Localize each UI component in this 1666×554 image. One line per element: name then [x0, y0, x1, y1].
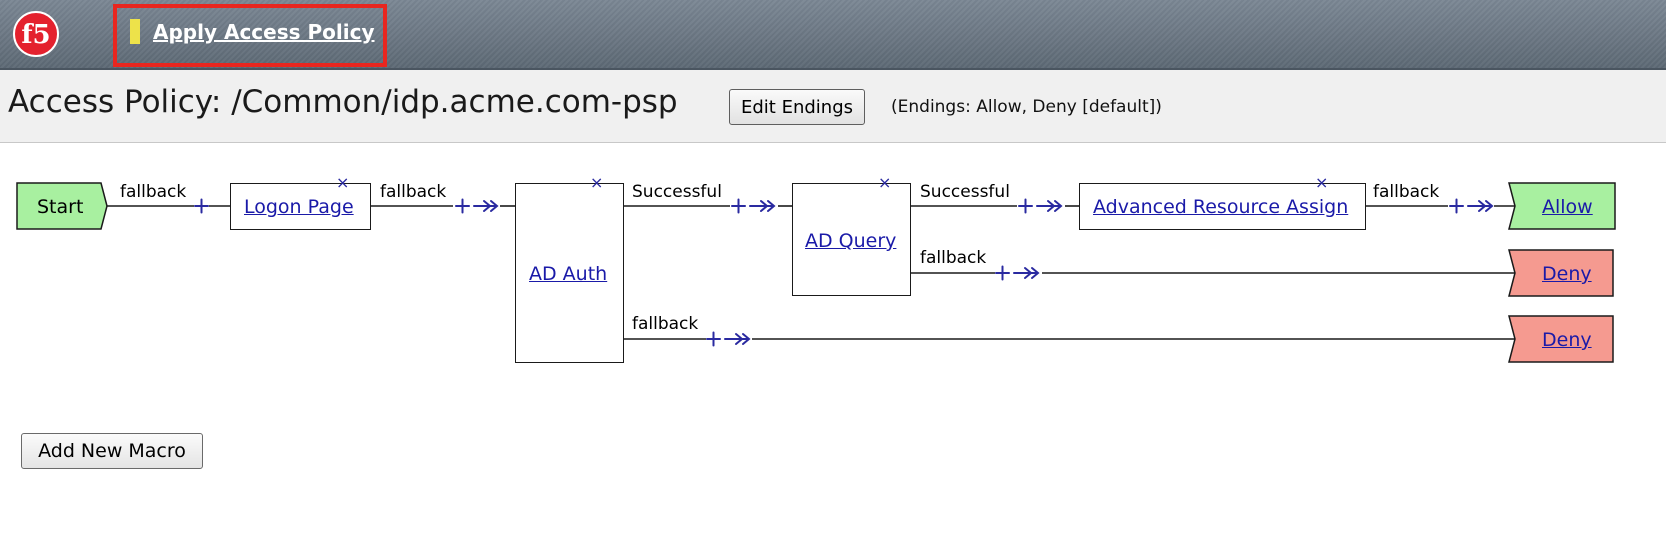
- branch-label-auth-fallback: fallback: [632, 314, 699, 334]
- node-link-ad-auth[interactable]: AD Auth: [529, 263, 608, 285]
- endings-note: (Endings: Allow, Deny [default]): [891, 97, 1162, 117]
- node-link-logon-page[interactable]: Logon Page: [244, 196, 354, 218]
- apply-highlight-box: [113, 4, 387, 67]
- deny-terminal-1: [1508, 249, 1614, 297]
- node-ad-auth: [515, 183, 624, 363]
- node-resource-assign: [1079, 183, 1366, 230]
- node-ad-query: [792, 183, 911, 296]
- logo-text: f5: [21, 20, 50, 50]
- edit-endings-button[interactable]: Edit Endings: [729, 89, 865, 125]
- top-bar: [0, 0, 1666, 70]
- ending-link-deny-2[interactable]: Deny: [1542, 329, 1592, 351]
- policy-flow-diagram: [16, 182, 1616, 363]
- f5-logo: f5: [13, 11, 59, 57]
- start-label: Start: [37, 196, 84, 218]
- ending-link-deny-1[interactable]: Deny: [1542, 263, 1592, 285]
- branch-label-query-success: Successful: [920, 182, 1010, 202]
- deny-terminal-2: [1508, 315, 1614, 363]
- branch-label-assign: fallback: [1373, 182, 1440, 202]
- start-terminal: [16, 182, 108, 230]
- node-link-resource-assign[interactable]: Advanced Resource Assign: [1093, 196, 1349, 218]
- branch-label-auth-success: Successful: [632, 182, 722, 202]
- ending-link-allow[interactable]: Allow: [1542, 196, 1593, 218]
- branch-label-logon: fallback: [380, 182, 447, 202]
- branch-label-start: fallback: [120, 182, 187, 202]
- allow-terminal: [1508, 182, 1616, 230]
- node-logon-page: [230, 183, 371, 230]
- delete-ad-query-icon[interactable]: ×: [878, 173, 892, 192]
- apply-indicator: [130, 19, 140, 44]
- apply-access-policy-link[interactable]: Apply Access Policy: [153, 20, 375, 44]
- delete-resource-assign-icon[interactable]: ×: [1315, 173, 1329, 192]
- add-new-macro-button[interactable]: Add New Macro: [21, 433, 203, 469]
- node-link-ad-query[interactable]: AD Query: [805, 230, 897, 252]
- delete-logon-icon[interactable]: ×: [336, 173, 350, 192]
- delete-ad-auth-icon[interactable]: ×: [590, 173, 604, 192]
- branch-label-query-fallback: fallback: [920, 248, 987, 268]
- page-title: Access Policy: /Common/idp.acme.com-psp: [8, 84, 678, 120]
